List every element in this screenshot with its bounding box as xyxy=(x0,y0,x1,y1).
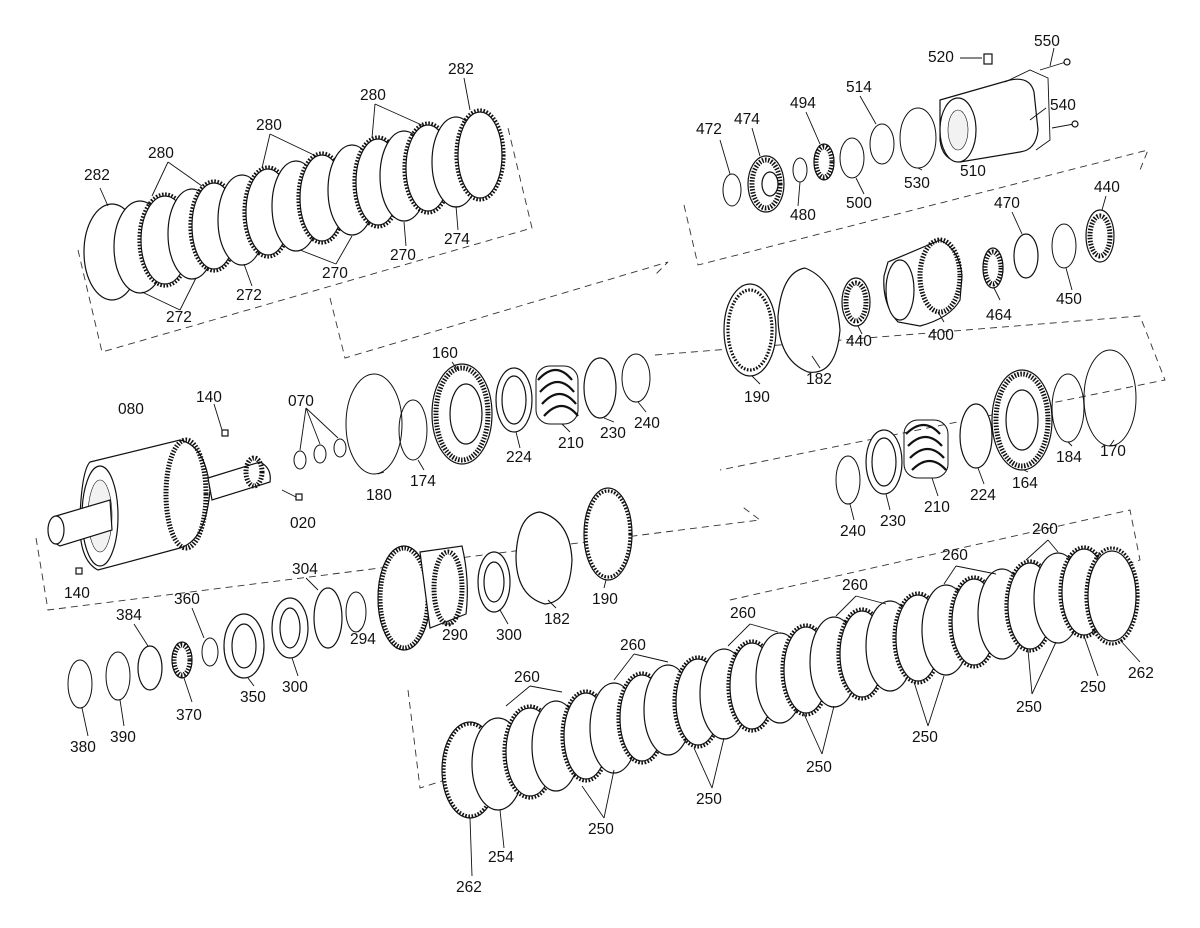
label-510: 510 xyxy=(960,163,986,180)
label-182: 182 xyxy=(806,371,832,388)
label-472: 472 xyxy=(696,121,722,138)
label-262: 262 xyxy=(456,879,482,896)
label-474: 474 xyxy=(734,111,760,128)
lower-clutch-pack xyxy=(441,545,1140,819)
planetary-upper-group xyxy=(723,209,1115,377)
label-270: 270 xyxy=(390,247,416,264)
label-260: 260 xyxy=(620,637,646,654)
label-470: 470 xyxy=(994,195,1020,212)
leader-lines xyxy=(81,47,1141,877)
label-260: 260 xyxy=(730,605,756,622)
label-282: 282 xyxy=(84,167,110,184)
label-182: 182 xyxy=(544,611,570,628)
boundary-upper-left xyxy=(77,127,533,353)
label-250: 250 xyxy=(696,791,722,808)
label-440: 440 xyxy=(1094,179,1120,196)
label-070: 070 xyxy=(288,393,314,410)
label-380: 380 xyxy=(70,739,96,756)
label-300: 300 xyxy=(496,627,522,644)
label-260: 260 xyxy=(942,547,968,564)
label-390: 390 xyxy=(110,729,136,746)
label-170: 170 xyxy=(1100,443,1126,460)
label-164: 164 xyxy=(1012,475,1038,492)
label-190: 190 xyxy=(592,591,618,608)
label-262: 262 xyxy=(1128,665,1154,682)
boundary-shaft-group xyxy=(35,504,762,611)
label-514: 514 xyxy=(846,79,872,96)
label-280: 280 xyxy=(360,87,386,104)
label-240: 240 xyxy=(840,523,866,540)
label-250: 250 xyxy=(806,759,832,776)
spring-210-right xyxy=(905,423,947,471)
label-260: 260 xyxy=(842,577,868,594)
label-250: 250 xyxy=(1080,679,1106,696)
upper-clutch-pack xyxy=(83,108,506,301)
boundary-upper-right xyxy=(683,149,1149,266)
label-384: 384 xyxy=(116,607,142,624)
label-240: 240 xyxy=(634,415,660,432)
label-260: 260 xyxy=(514,669,540,686)
label-250: 250 xyxy=(588,821,614,838)
output-housing-group xyxy=(722,53,1079,213)
label-530: 530 xyxy=(904,175,930,192)
label-020: 020 xyxy=(290,515,316,532)
label-184: 184 xyxy=(1056,449,1082,466)
label-274: 274 xyxy=(444,231,470,248)
label-080: 080 xyxy=(118,401,144,418)
label-494: 494 xyxy=(790,95,816,112)
label-280: 280 xyxy=(148,145,174,162)
label-500: 500 xyxy=(846,195,872,212)
label-300: 300 xyxy=(282,679,308,696)
label-520: 520 xyxy=(928,49,954,66)
label-294: 294 xyxy=(350,631,376,648)
spring-210-left xyxy=(537,368,579,417)
label-480: 480 xyxy=(790,207,816,224)
lower-bearing-group xyxy=(67,487,633,709)
label-224: 224 xyxy=(506,449,532,466)
label-254: 254 xyxy=(488,849,514,866)
label-230: 230 xyxy=(600,425,626,442)
label-304: 304 xyxy=(292,561,318,578)
label-190: 190 xyxy=(744,389,770,406)
label-280: 280 xyxy=(256,117,282,134)
label-400: 400 xyxy=(928,327,954,344)
label-160: 160 xyxy=(432,345,458,362)
label-370: 370 xyxy=(176,707,202,724)
label-250: 250 xyxy=(1016,699,1042,716)
label-272: 272 xyxy=(166,309,192,326)
label-272: 272 xyxy=(236,287,262,304)
label-140: 140 xyxy=(64,585,90,602)
label-210: 210 xyxy=(924,499,950,516)
label-282: 282 xyxy=(448,61,474,78)
label-180: 180 xyxy=(366,487,392,504)
label-230: 230 xyxy=(880,513,906,530)
group-boundaries xyxy=(35,127,1166,789)
label-550: 550 xyxy=(1034,33,1060,50)
label-270: 270 xyxy=(322,265,348,282)
piston-group-left xyxy=(345,353,651,475)
boundary-middle-band xyxy=(654,315,1166,471)
label-224: 224 xyxy=(970,487,996,504)
label-210: 210 xyxy=(558,435,584,452)
label-450: 450 xyxy=(1056,291,1082,308)
label-260: 260 xyxy=(1032,521,1058,538)
label-360: 360 xyxy=(174,591,200,608)
label-140: 140 xyxy=(196,389,222,406)
label-250: 250 xyxy=(912,729,938,746)
boundary-upper-mid xyxy=(329,261,669,359)
boundary-lower-clutch xyxy=(407,509,1141,789)
label-350: 350 xyxy=(240,689,266,706)
carrier-shaft-080 xyxy=(47,429,347,575)
label-540: 540 xyxy=(1050,97,1076,114)
label-440: 440 xyxy=(846,333,872,350)
piston-group-right xyxy=(835,349,1137,505)
label-174: 174 xyxy=(410,473,436,490)
part-labels: 282 280 272 280 272 270 280 270 274 282 … xyxy=(64,33,1154,896)
label-290: 290 xyxy=(442,627,468,644)
label-464: 464 xyxy=(986,307,1012,324)
